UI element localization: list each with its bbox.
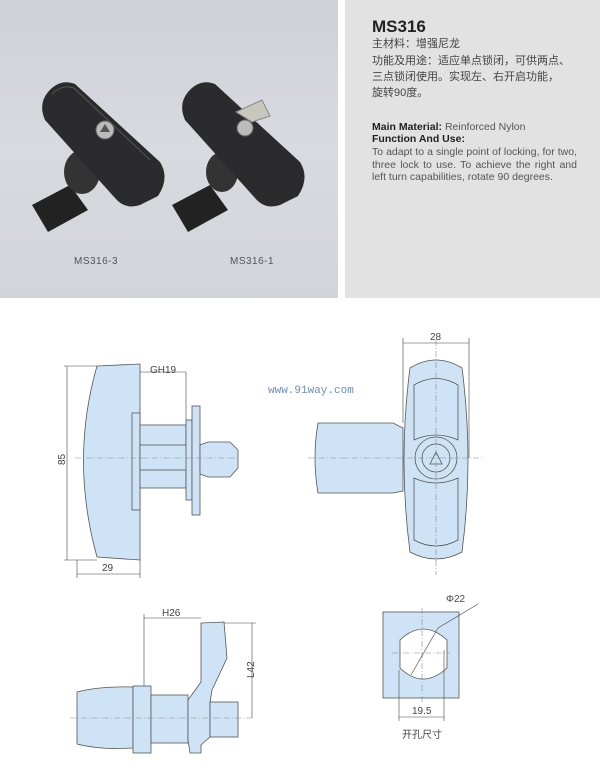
en-material: Main Material: Reinforced Nylon [372, 121, 600, 134]
cutout-caption: 开孔尺寸 [402, 728, 442, 741]
lock-photo-ms316-3 [32, 82, 165, 232]
dim-diameter: Φ22 [446, 594, 466, 605]
dim-h26: H26 [162, 608, 181, 619]
dim-cutout-width: 19.5 [412, 706, 432, 717]
product-photos [32, 82, 305, 232]
material-label: Main Material: [372, 121, 443, 133]
watermark: www.91way.com [268, 385, 354, 397]
cutout-drawing [382, 611, 460, 699]
lock-photo-ms316-1 [172, 82, 305, 232]
photo-label: MS316-3 [74, 256, 119, 267]
en-function-text: To adapt to a single point of locking, f… [372, 146, 577, 183]
dim-thread: GH19 [150, 365, 177, 376]
bottom-view-drawing [76, 621, 239, 754]
cn-function-line: 功能及用途：适应单点锁闭，可供两点、 [372, 55, 570, 67]
dimension-lines [64, 338, 479, 721]
dim-width: 29 [102, 563, 114, 574]
cn-function-line: 三点锁闭使用。实现左、右开启功能， [372, 71, 559, 83]
photo-label: MS316-1 [230, 256, 275, 267]
material-value: Reinforced Nylon [444, 121, 526, 133]
center-lines [70, 340, 482, 719]
cn-function-line: 旋转90度。 [372, 87, 429, 99]
product-photo-panel: MS316-3 MS316-1 [0, 0, 338, 298]
function-label: Function And Use: [372, 133, 465, 145]
side-view-drawing [83, 363, 239, 561]
en-function-label: Function And Use: [372, 133, 572, 146]
front-view-drawing [314, 359, 469, 560]
model-title: MS316 [372, 17, 426, 36]
dim-l42: L42 [246, 661, 257, 678]
dim-height: 85 [57, 453, 68, 465]
product-info-panel: MS316 主材料：增强尼龙 功能及用途：适应单点锁闭，可供两点、 三点锁闭使用… [345, 0, 600, 298]
cn-material: 主材料：增强尼龙 [372, 38, 460, 50]
dim-front-width: 28 [430, 332, 442, 343]
